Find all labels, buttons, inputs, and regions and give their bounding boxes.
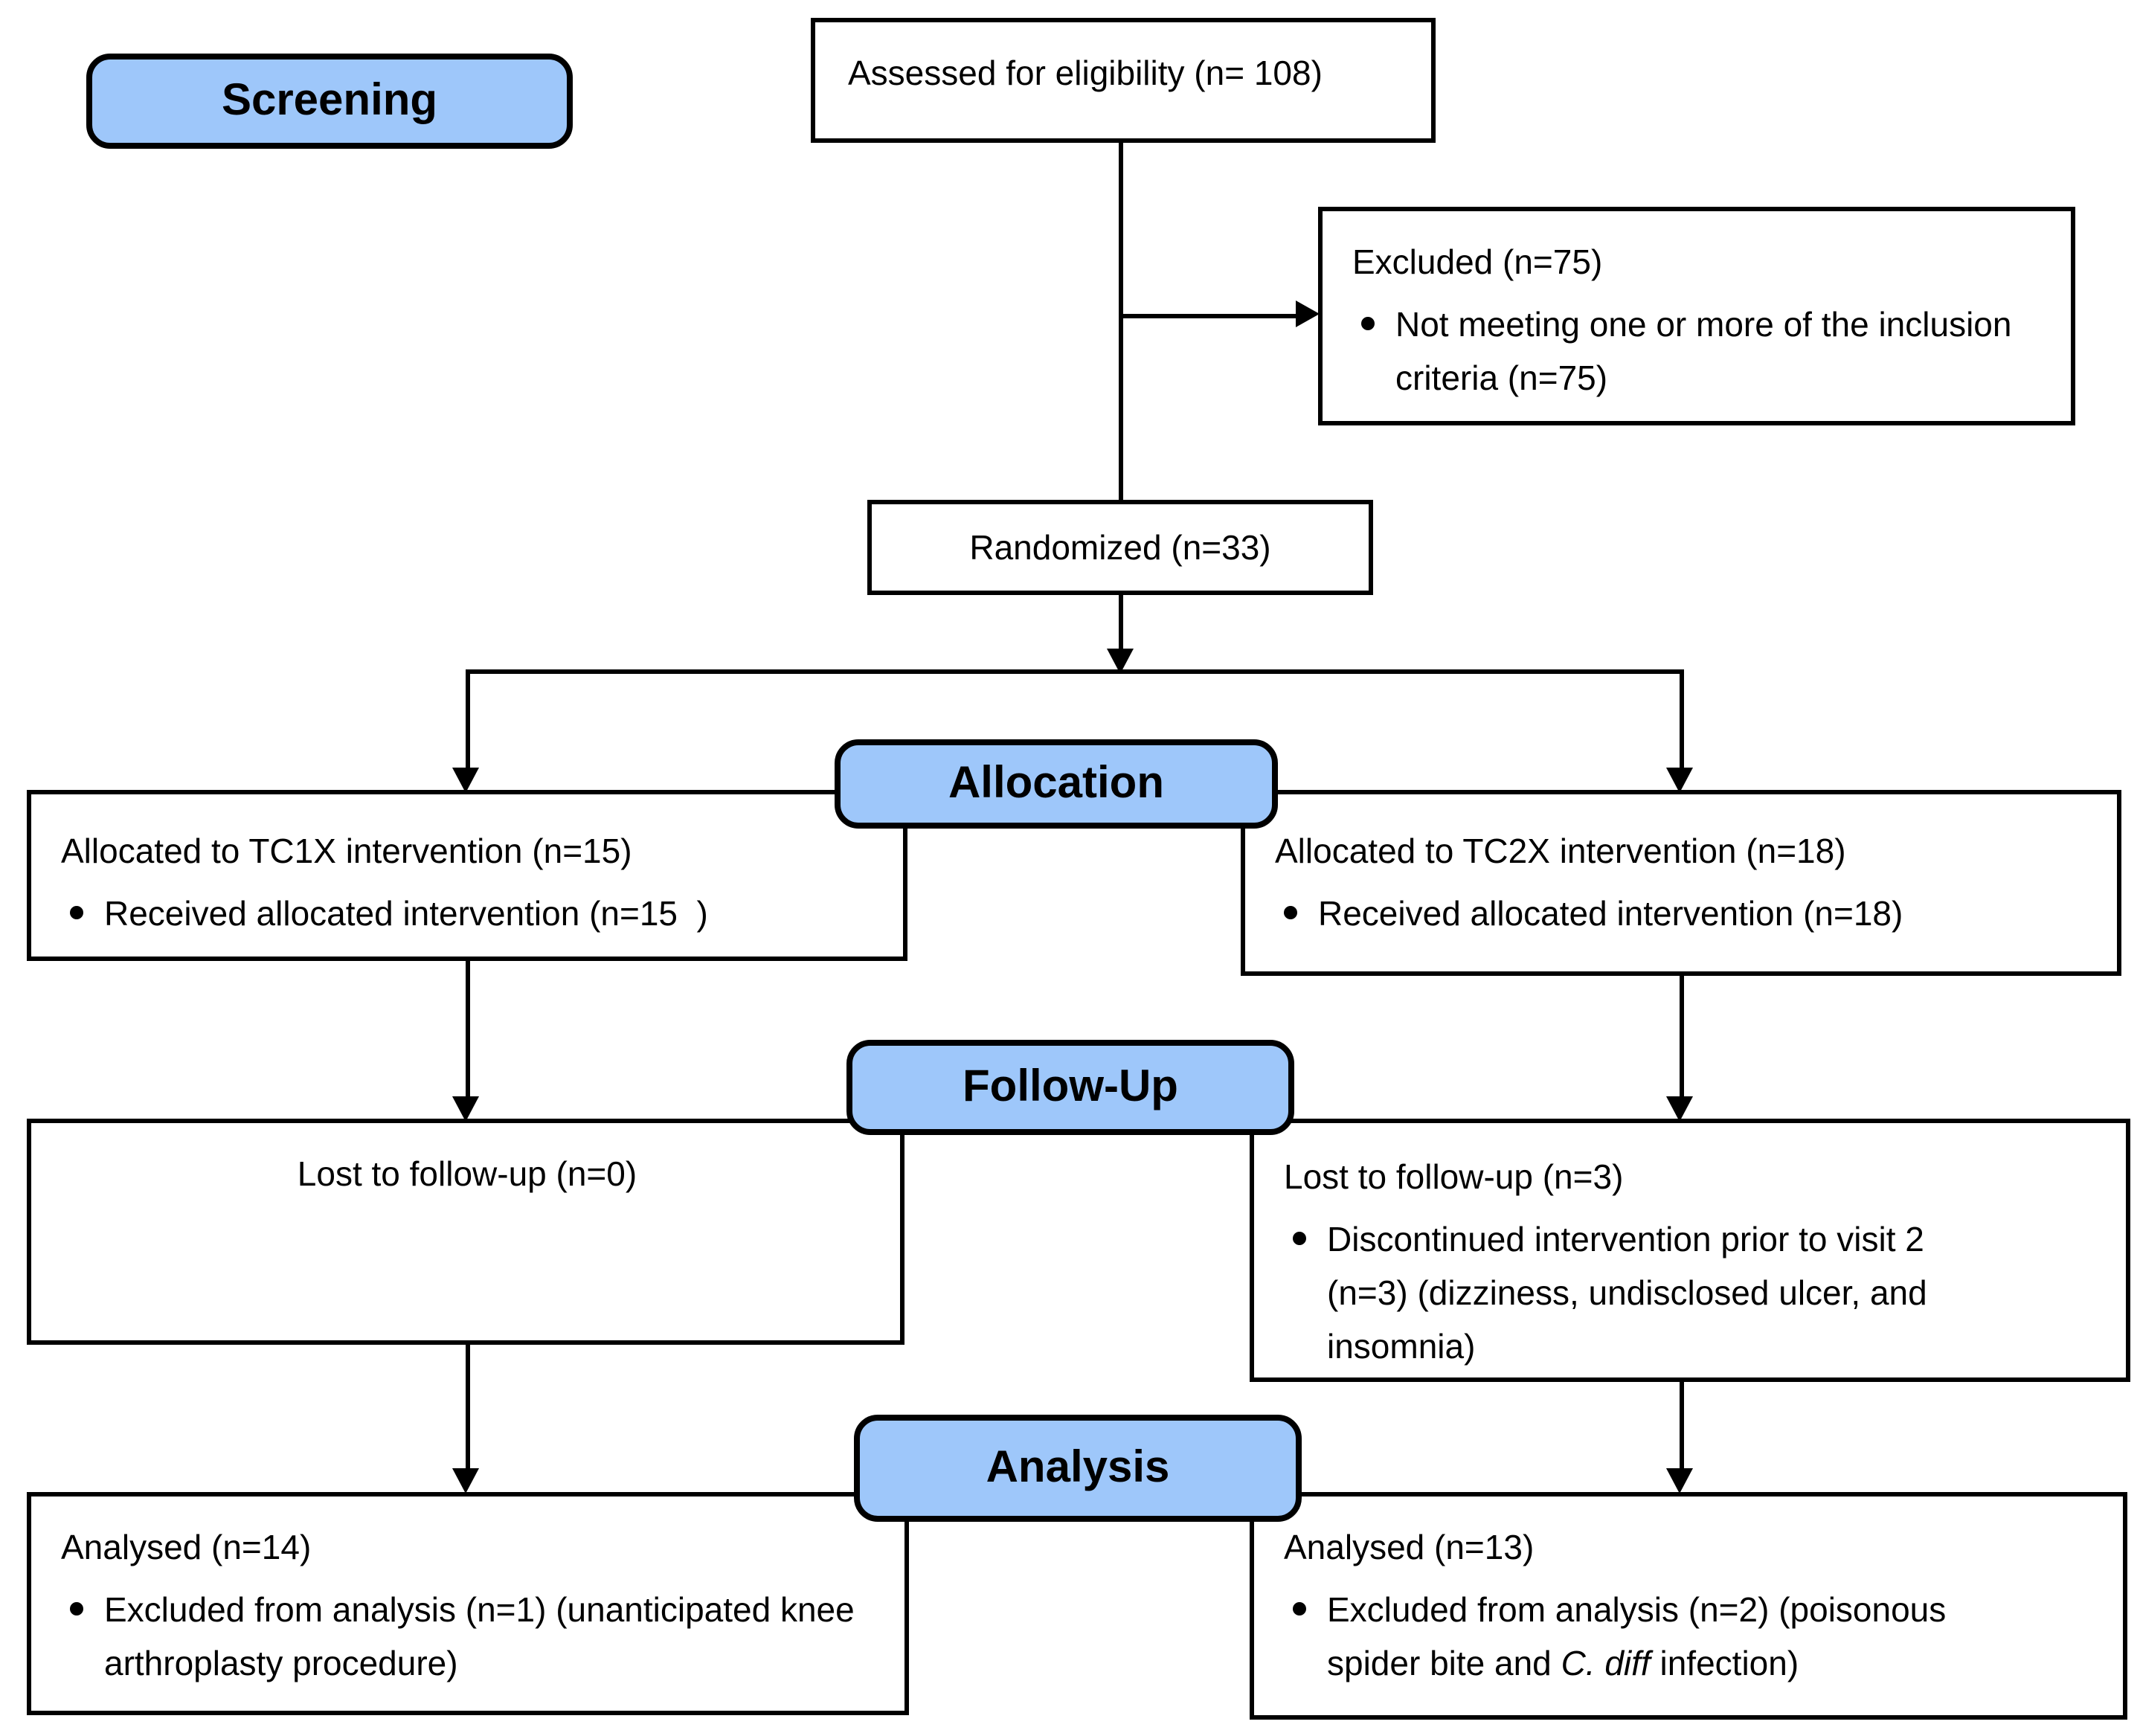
bullet-dot-icon <box>70 906 83 919</box>
analysis-right-bullet: Excluded from analysis (n=2) (poisonous … <box>1284 1583 2096 1690</box>
arrowhead-into-splitter-icon <box>1107 649 1134 674</box>
arrowhead-into-alloc-right-icon <box>1666 768 1693 793</box>
bullet-dot-icon <box>70 1602 83 1616</box>
analysis-right-box: Analysed (n=13) Excluded from analysis (… <box>1250 1492 2127 1720</box>
connector-followup-right-to-analysis-right <box>1680 1382 1684 1471</box>
followup-right-bullet-text: Discontinued intervention prior to visit… <box>1327 1220 1937 1366</box>
splitter-line <box>467 669 1684 674</box>
arrowhead-into-excluded-icon <box>1296 300 1320 327</box>
bullet-dot-icon <box>1284 906 1297 919</box>
arrowhead-into-followup-left-icon <box>452 1096 479 1122</box>
stage-label-allocation-text: Allocation <box>948 759 1164 808</box>
connector-followup-left-to-analysis-left <box>466 1345 470 1471</box>
stage-label-allocation: Allocation <box>835 739 1278 829</box>
analysis-left-bullet-text: Excluded from analysis (n=1) (unanticipa… <box>104 1590 864 1682</box>
arrowhead-into-analysis-left-icon <box>452 1468 479 1494</box>
randomized-box: Randomized (n=33) <box>867 500 1373 595</box>
allocation-left-bullet: Received allocated intervention (n=15 ) <box>61 887 876 940</box>
allocation-left-bullet-text: Received allocated intervention (n=15 ) <box>104 894 708 933</box>
analysis-right-bullet-italic: C. diff <box>1561 1644 1651 1682</box>
analysis-right-bullet-post: infection) <box>1650 1644 1799 1682</box>
followup-right-box: Lost to follow-up (n=3) Discontinued int… <box>1250 1119 2130 1382</box>
stage-label-screening-text: Screening <box>221 76 438 125</box>
connector-branch-to-excluded <box>1120 314 1302 318</box>
stage-label-followup: Follow-Up <box>846 1040 1294 1135</box>
arrowhead-into-alloc-left-icon <box>452 768 479 793</box>
assessed-box: Assessed for eligibility (n= 108) <box>811 18 1436 143</box>
allocation-right-bullet-text: Received allocated intervention (n=18) <box>1318 894 1903 933</box>
excluded-title: Excluded (n=75) <box>1352 242 1603 281</box>
allocation-left-title: Allocated to TC1X intervention (n=15) <box>61 832 632 870</box>
analysis-right-bullet-text: Excluded from analysis (n=2) (poisonous … <box>1327 1583 1967 1690</box>
connector-alloc-left-to-followup-left <box>466 961 470 1098</box>
followup-right-bullet: Discontinued intervention prior to visit… <box>1284 1212 2099 1373</box>
arrowhead-into-analysis-right-icon <box>1666 1468 1693 1494</box>
assessed-title: Assessed for eligibility (n= 108) <box>848 54 1323 92</box>
analysis-right-bullet-pre: Excluded from analysis (n=2) (poisonous … <box>1327 1590 1956 1682</box>
excluded-box: Excluded (n=75) Not meeting one or more … <box>1318 207 2075 425</box>
allocation-right-box: Allocated to TC2X intervention (n=18) Re… <box>1241 790 2121 976</box>
connector-splitter-to-alloc-right <box>1680 669 1684 769</box>
followup-left-title: Lost to follow-up (n=0) <box>297 1154 637 1193</box>
analysis-left-box: Analysed (n=14) Excluded from analysis (… <box>27 1492 909 1715</box>
connector-splitter-to-alloc-left <box>466 669 470 769</box>
stage-label-analysis: Analysis <box>854 1415 1302 1522</box>
arrowhead-into-followup-right-icon <box>1666 1096 1693 1122</box>
excluded-bullet-text: Not meeting one or more of the inclusion… <box>1395 305 2022 397</box>
stage-label-followup-text: Follow-Up <box>963 1062 1178 1111</box>
followup-left-box: Lost to follow-up (n=0) <box>27 1119 904 1345</box>
excluded-bullet: Not meeting one or more of the inclusion… <box>1352 298 2044 405</box>
bullet-dot-icon <box>1361 317 1375 330</box>
bullet-dot-icon <box>1293 1232 1306 1245</box>
connector-assessed-to-randomized <box>1119 143 1123 500</box>
connector-alloc-right-to-followup-right <box>1680 976 1684 1098</box>
allocation-right-bullet: Received allocated intervention (n=18) <box>1275 887 2090 940</box>
analysis-left-bullet: Excluded from analysis (n=1) (unanticipa… <box>61 1583 878 1690</box>
allocation-right-title: Allocated to TC2X intervention (n=18) <box>1275 832 1846 870</box>
analysis-right-title: Analysed (n=13) <box>1284 1528 1535 1566</box>
stage-label-analysis-text: Analysis <box>986 1443 1170 1492</box>
stage-label-screening: Screening <box>86 54 573 149</box>
allocation-left-box: Allocated to TC1X intervention (n=15) Re… <box>27 790 907 961</box>
randomized-title: Randomized (n=33) <box>969 528 1271 567</box>
bullet-dot-icon <box>1293 1602 1306 1616</box>
connector-randomized-to-splitter <box>1119 595 1123 650</box>
followup-right-title: Lost to follow-up (n=3) <box>1284 1157 1624 1196</box>
analysis-left-title: Analysed (n=14) <box>61 1528 312 1566</box>
